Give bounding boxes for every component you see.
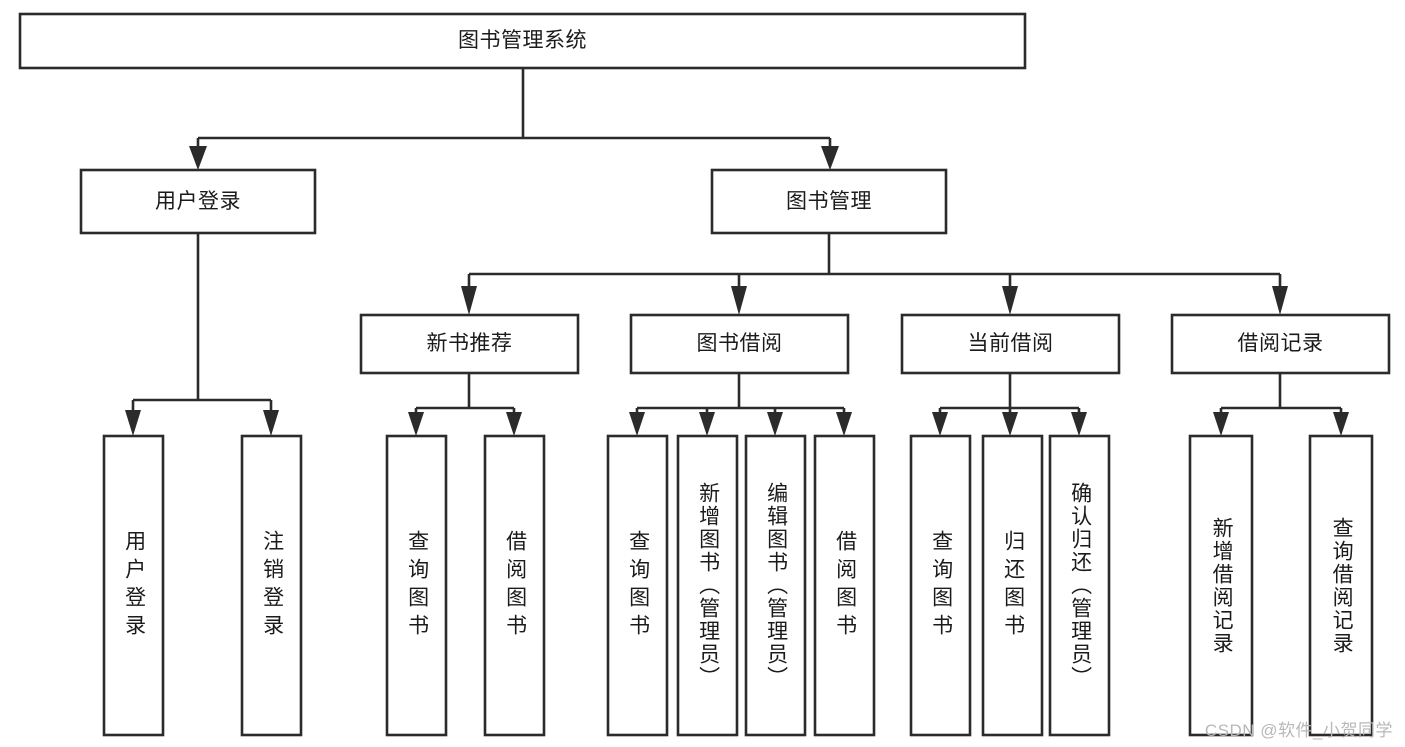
- node-box-new-book-recommend[interactable]: [359, 313, 580, 375]
- arrow-head-leaf-query-record: [1333, 412, 1349, 436]
- arrow-head-current-borrow: [1002, 286, 1018, 315]
- node-box-leaf-user-login[interactable]: [102, 434, 165, 737]
- node-box-current-borrow[interactable]: [900, 313, 1121, 375]
- connector-new-book-recommend-to-leaves: [408, 373, 522, 436]
- arrow-head-user-login: [189, 146, 207, 170]
- arrow-head-leaf-confirm-return: [1071, 412, 1087, 436]
- node-box-leaf-add-record[interactable]: [1188, 434, 1254, 737]
- arrow-head-leaf-add-record: [1213, 412, 1229, 436]
- node-box-book-management[interactable]: [710, 168, 948, 235]
- node-box-user-login[interactable]: [79, 168, 317, 235]
- node-box-root[interactable]: [18, 12, 1027, 70]
- arrow-head-leaf-query-book-3: [932, 412, 948, 436]
- node-box-leaf-query-book-2[interactable]: [606, 434, 669, 737]
- arrow-head-leaf-borrow-book-1: [506, 412, 522, 436]
- connector-book-management-to-level3: [461, 233, 1288, 315]
- arrow-head-leaf-add-book: [699, 412, 715, 436]
- connector-book-borrow-to-leaves: [629, 373, 852, 436]
- arrow-head-leaf-borrow-book-2: [836, 412, 852, 436]
- arrow-head-leaf-edit-book: [767, 412, 783, 436]
- connector-root-to-level2: [189, 68, 839, 170]
- node-box-leaf-add-book[interactable]: [676, 434, 739, 737]
- node-box-leaf-return-book[interactable]: [981, 434, 1044, 737]
- arrow-head-leaf-query-book-2: [629, 412, 645, 436]
- node-box-leaf-confirm-return[interactable]: [1048, 434, 1111, 737]
- node-box-leaf-query-record[interactable]: [1308, 434, 1374, 737]
- arrow-head-new-book-recommend: [461, 286, 477, 315]
- arrow-head-leaf-logout: [263, 410, 279, 436]
- arrow-head-book-borrow: [731, 286, 747, 315]
- arrow-head-leaf-return-book: [1002, 412, 1018, 436]
- node-box-book-borrow[interactable]: [629, 313, 850, 375]
- watermark-text: CSDN @软件_小贺同学: [1204, 721, 1393, 740]
- node-box-leaf-edit-book[interactable]: [744, 434, 807, 737]
- node-box-leaf-logout[interactable]: [240, 434, 303, 737]
- arrow-head-book-management: [821, 146, 839, 170]
- node-box-leaf-borrow-book-2[interactable]: [813, 434, 876, 737]
- node-box-borrow-record[interactable]: [1170, 313, 1391, 375]
- connector-borrow-record-to-leaves: [1213, 373, 1349, 436]
- connector-user-login-to-leaves: [125, 233, 279, 436]
- arrow-head-borrow-record: [1272, 286, 1288, 315]
- connector-current-borrow-to-leaves: [932, 373, 1087, 436]
- node-box-leaf-borrow-book-1[interactable]: [483, 434, 546, 737]
- arrow-head-leaf-user-login: [125, 410, 141, 436]
- node-box-leaf-query-book-3[interactable]: [909, 434, 972, 737]
- node-box-leaf-query-book-1[interactable]: [385, 434, 448, 737]
- arrow-head-leaf-query-book-1: [408, 412, 424, 436]
